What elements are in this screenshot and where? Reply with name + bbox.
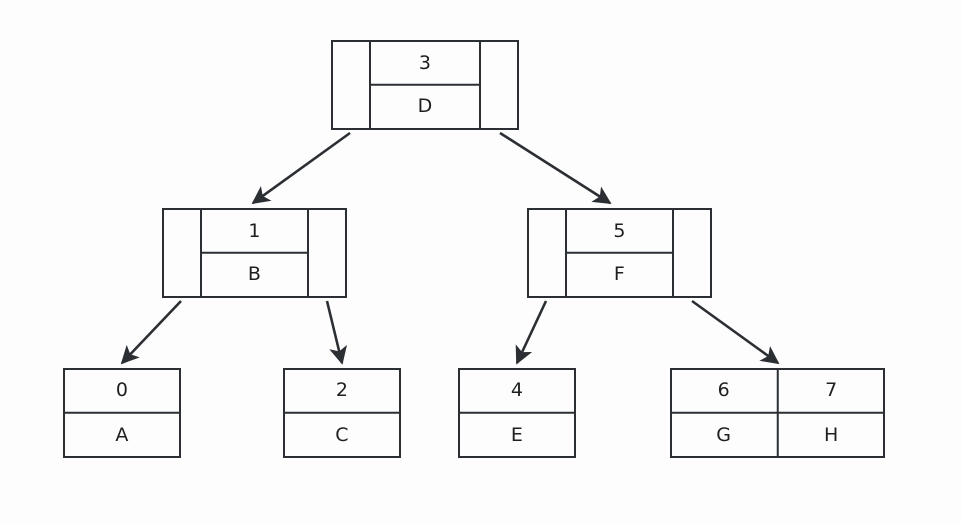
- node-key: 5: [613, 220, 626, 242]
- left-pointer-cell: [162, 208, 202, 298]
- key-value-divider: [460, 411, 574, 414]
- leaf-body: [670, 368, 885, 458]
- leaf-value: G: [716, 424, 732, 446]
- leaf-key: 6: [717, 379, 730, 401]
- column-divider: [776, 370, 779, 456]
- leaf-value: A: [115, 424, 129, 446]
- right-pointer-cell: [479, 40, 519, 130]
- key-value-divider: [567, 251, 672, 254]
- key-value-divider: [285, 411, 399, 414]
- edge-inner-left-to-leaf-2: [325, 300, 347, 365]
- leaf-body: [458, 368, 576, 458]
- edge-inner-left-to-leaf-0: [120, 300, 182, 365]
- leaf-key: 0: [115, 379, 129, 401]
- right-pointer-cell: [672, 208, 712, 298]
- leaf-value: C: [335, 424, 349, 446]
- leaf-key: 2: [335, 379, 349, 401]
- key-value-divider: [65, 411, 179, 414]
- key-value-divider: [371, 83, 479, 86]
- node-key: 1: [248, 220, 261, 242]
- edge-root-to-inner-right: [499, 131, 612, 205]
- right-pointer-cell: [307, 208, 347, 298]
- node-key: 3: [418, 52, 432, 74]
- node-value: D: [417, 95, 433, 117]
- leaf-value: H: [824, 424, 839, 446]
- left-pointer-cell: [527, 208, 567, 298]
- edge-inner-right-to-leaf-4: [515, 300, 548, 365]
- edge-root-to-inner-left: [251, 131, 351, 205]
- leaf-body: [283, 368, 401, 458]
- left-pointer-cell: [331, 40, 371, 130]
- leaf-value: E: [510, 424, 524, 446]
- node-value: F: [613, 263, 626, 285]
- leaf-key: 4: [510, 379, 524, 401]
- key-value-divider: [202, 251, 307, 254]
- leaf-key: 7: [825, 379, 838, 401]
- edge-inner-right-to-leaf-67: [691, 299, 780, 365]
- node-value: B: [247, 263, 262, 285]
- leaf-body: [63, 368, 181, 458]
